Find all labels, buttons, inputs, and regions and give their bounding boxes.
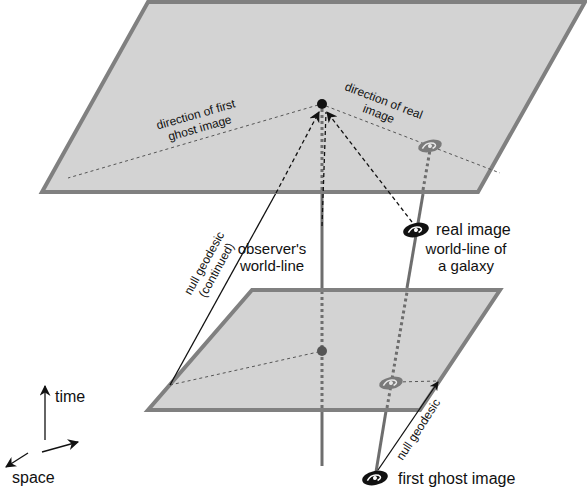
label: space	[12, 469, 72, 487]
label: real image	[436, 221, 546, 239]
galaxy-symbol	[361, 468, 389, 487]
galaxy-symbol	[417, 138, 443, 155]
galaxy-worldline	[423, 150, 430, 190]
galaxy-symbol	[378, 375, 404, 392]
space-axis	[42, 442, 78, 452]
light-path	[322, 112, 326, 226]
time-axis	[44, 386, 45, 440]
label: world-line of a galaxy	[420, 240, 512, 275]
space-axis	[6, 453, 28, 467]
observer-event	[317, 346, 327, 356]
light-path	[327, 112, 412, 222]
galaxy-worldline	[407, 194, 423, 288]
galaxy-symbol	[402, 220, 430, 239]
space-slice-earlier	[148, 290, 500, 410]
observer-event	[317, 99, 327, 109]
label: first ghost image	[398, 470, 578, 488]
galaxy-worldline	[387, 292, 407, 408]
null-geodesic-continued	[276, 112, 319, 193]
null-geodesic-continued	[170, 193, 276, 385]
observer-worldline	[321, 405, 324, 466]
label: time	[55, 388, 105, 406]
observer-worldline	[321, 108, 324, 190]
label: observer's world-line	[226, 240, 318, 275]
galaxy-worldline	[375, 405, 387, 478]
space-slice-later	[42, 2, 585, 192]
direction-line	[170, 352, 318, 385]
direction-line	[397, 381, 438, 382]
